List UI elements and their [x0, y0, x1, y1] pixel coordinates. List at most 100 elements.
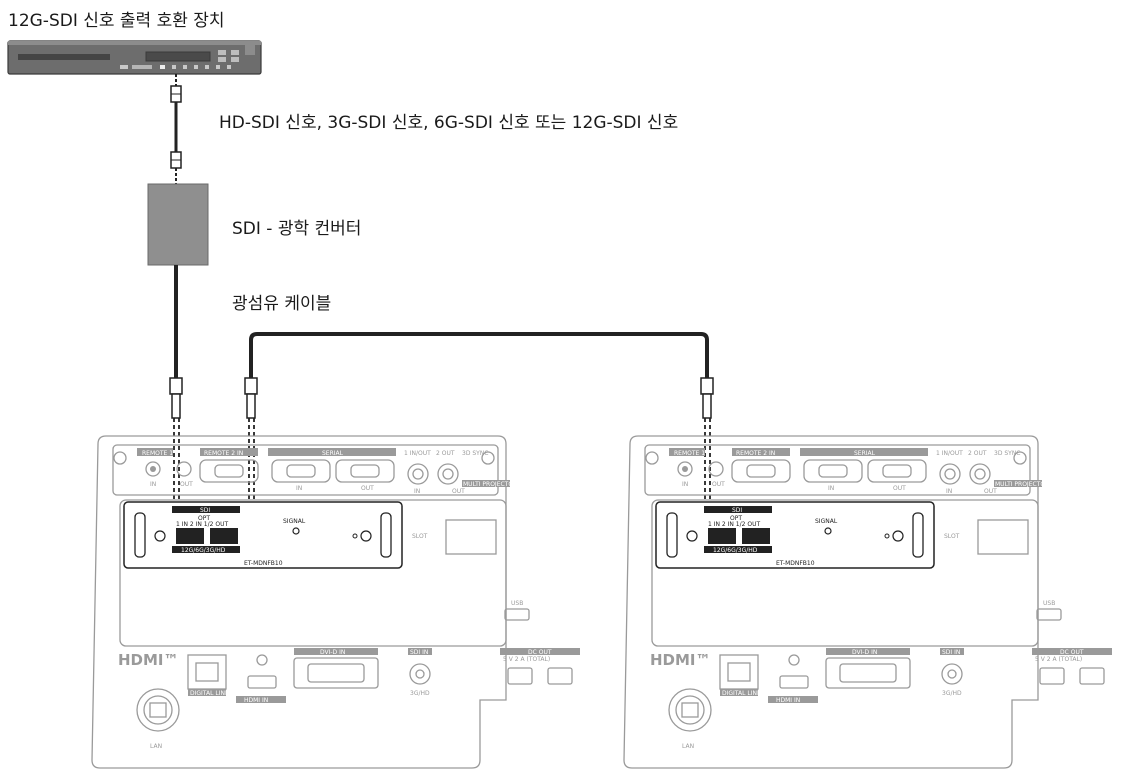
sync3d-label: 3D SYNC: [994, 450, 1021, 457]
dvi-pins: [839, 663, 897, 683]
hdmi-logo: HDMI™: [118, 651, 179, 669]
sync2-out: OUT: [452, 488, 465, 495]
lan-label: LAN: [682, 743, 694, 750]
dvi-label: DVI-D IN: [852, 649, 877, 656]
lan-jack: [149, 702, 167, 718]
remote1-label: REMOTE 1: [142, 450, 173, 457]
slot-label: SLOT: [412, 533, 428, 540]
sdi-in-bnc: [941, 663, 963, 685]
sdi-in-bnc: [409, 663, 431, 685]
digital-link-port: [187, 654, 227, 690]
sync2-bnc: [969, 463, 991, 485]
sync2-bnc-inner: [442, 468, 454, 480]
multi-sync-label: MULTI PROJECTOR SYNC: [463, 481, 535, 488]
dvi-port: [293, 657, 379, 689]
remote1-jack: [145, 461, 161, 477]
hdmi-in-label: HDMI IN: [776, 697, 800, 704]
sdi-in-bnc-inner: [415, 669, 425, 679]
sync1-bnc-inner: [944, 468, 956, 480]
signal-label: SIGNAL: [815, 518, 838, 525]
remote1-jack-core: [150, 466, 156, 472]
connector-strip: [112, 444, 499, 496]
dc-out-spec: 5 V 2 A (TOTAL): [1035, 656, 1082, 663]
digital-link-label: DIGITAL LINK: [190, 690, 230, 697]
sync1-bnc: [407, 463, 429, 485]
opt-label: OPT: [198, 515, 210, 522]
dc-usb-1: [507, 667, 533, 685]
hdmi-in-tab: [236, 696, 286, 703]
sync2-bnc: [437, 463, 459, 485]
remote1-tab: [669, 448, 705, 456]
sync2-out: OUT: [984, 488, 997, 495]
board-led: [884, 533, 890, 539]
opt-ports-label: 1 IN 2 IN 1/2 OUT: [708, 521, 760, 528]
hdmi-port: [779, 675, 809, 689]
dc-out-label: DC OUT: [528, 649, 552, 656]
dc-out-tab: [500, 648, 580, 655]
remote1b-jack: [708, 461, 724, 477]
sync3d-label: 3D SYNC: [462, 450, 489, 457]
digital-link-jack: [727, 662, 751, 682]
digital-link-label: DIGITAL LINK: [722, 690, 762, 697]
sdi-in-tab: [408, 648, 432, 655]
slot-window: [445, 519, 497, 555]
dc-usb-2: [1079, 667, 1105, 685]
hdmi-screw-icon: [788, 654, 800, 666]
remote2-pins: [214, 464, 244, 478]
sync1-in: IN: [946, 488, 952, 495]
model-label: ET-MDNFB10: [244, 560, 283, 567]
opt-label: OPT: [730, 515, 742, 522]
sync1-label: 1 IN/OUT: [936, 450, 963, 457]
digital-link-port: [719, 654, 759, 690]
sdi-coax-cable: [170, 74, 182, 184]
remote1b-out: OUT: [180, 481, 193, 488]
sdi-option-board: [123, 501, 403, 569]
multi-sync-tab: [994, 480, 1042, 487]
serial-tab: [800, 448, 928, 456]
board-screw-icon: [686, 530, 698, 542]
remote1-jack: [677, 461, 693, 477]
sdi-optical-converter: [147, 183, 209, 266]
connector-strip: [644, 444, 1031, 496]
sdi-in-tab: [940, 648, 964, 655]
panel-outline: [91, 435, 507, 769]
hdmi-screw-icon: [256, 654, 268, 666]
dvi-tab: [294, 648, 378, 655]
usb-label: USB: [1043, 600, 1055, 607]
sync2-label: 2 OUT: [436, 450, 455, 457]
board-handle: [666, 512, 678, 558]
sdi-in-label: SDI IN: [410, 649, 428, 656]
serial-in-pins: [286, 464, 316, 478]
multi-sync-label: MULTI PROJECTOR SYNC: [995, 481, 1067, 488]
sync2-label: 2 OUT: [968, 450, 987, 457]
sdi-in-label: SDI IN: [942, 649, 960, 656]
dc-usb-2: [547, 667, 573, 685]
board-handle: [912, 512, 924, 558]
remote1-jack-core: [682, 466, 688, 472]
dc-out-spec: 5 V 2 A (TOTAL): [503, 656, 550, 663]
lan-port-inner: [675, 695, 705, 725]
remote1b-out: OUT: [712, 481, 725, 488]
screw-icon: [481, 451, 495, 465]
hdmi-in-label: HDMI IN: [244, 697, 268, 704]
screw-icon: [113, 451, 127, 465]
digital-link-tab: [720, 689, 758, 696]
remote1-in: IN: [150, 481, 156, 488]
remote1b-jack: [176, 461, 192, 477]
fiber-cable-2: [244, 332, 714, 520]
board-screw-icon: [360, 530, 372, 542]
serial-out-port: [335, 459, 395, 483]
opt-ports-label: 1 IN 2 IN 1/2 OUT: [176, 521, 228, 528]
signal-label: HD-SDI 신호, 3G-SDI 신호, 6G-SDI 신호 또는 12G-S…: [219, 113, 679, 133]
dvi-label: DVI-D IN: [320, 649, 345, 656]
serial-in-port: [271, 459, 331, 483]
dc-usb-1: [1039, 667, 1065, 685]
sdi-header-label: SDI: [200, 507, 210, 514]
serial-out-port: [867, 459, 927, 483]
board-handle: [134, 512, 146, 558]
sdi-in-bnc-inner: [947, 669, 957, 679]
